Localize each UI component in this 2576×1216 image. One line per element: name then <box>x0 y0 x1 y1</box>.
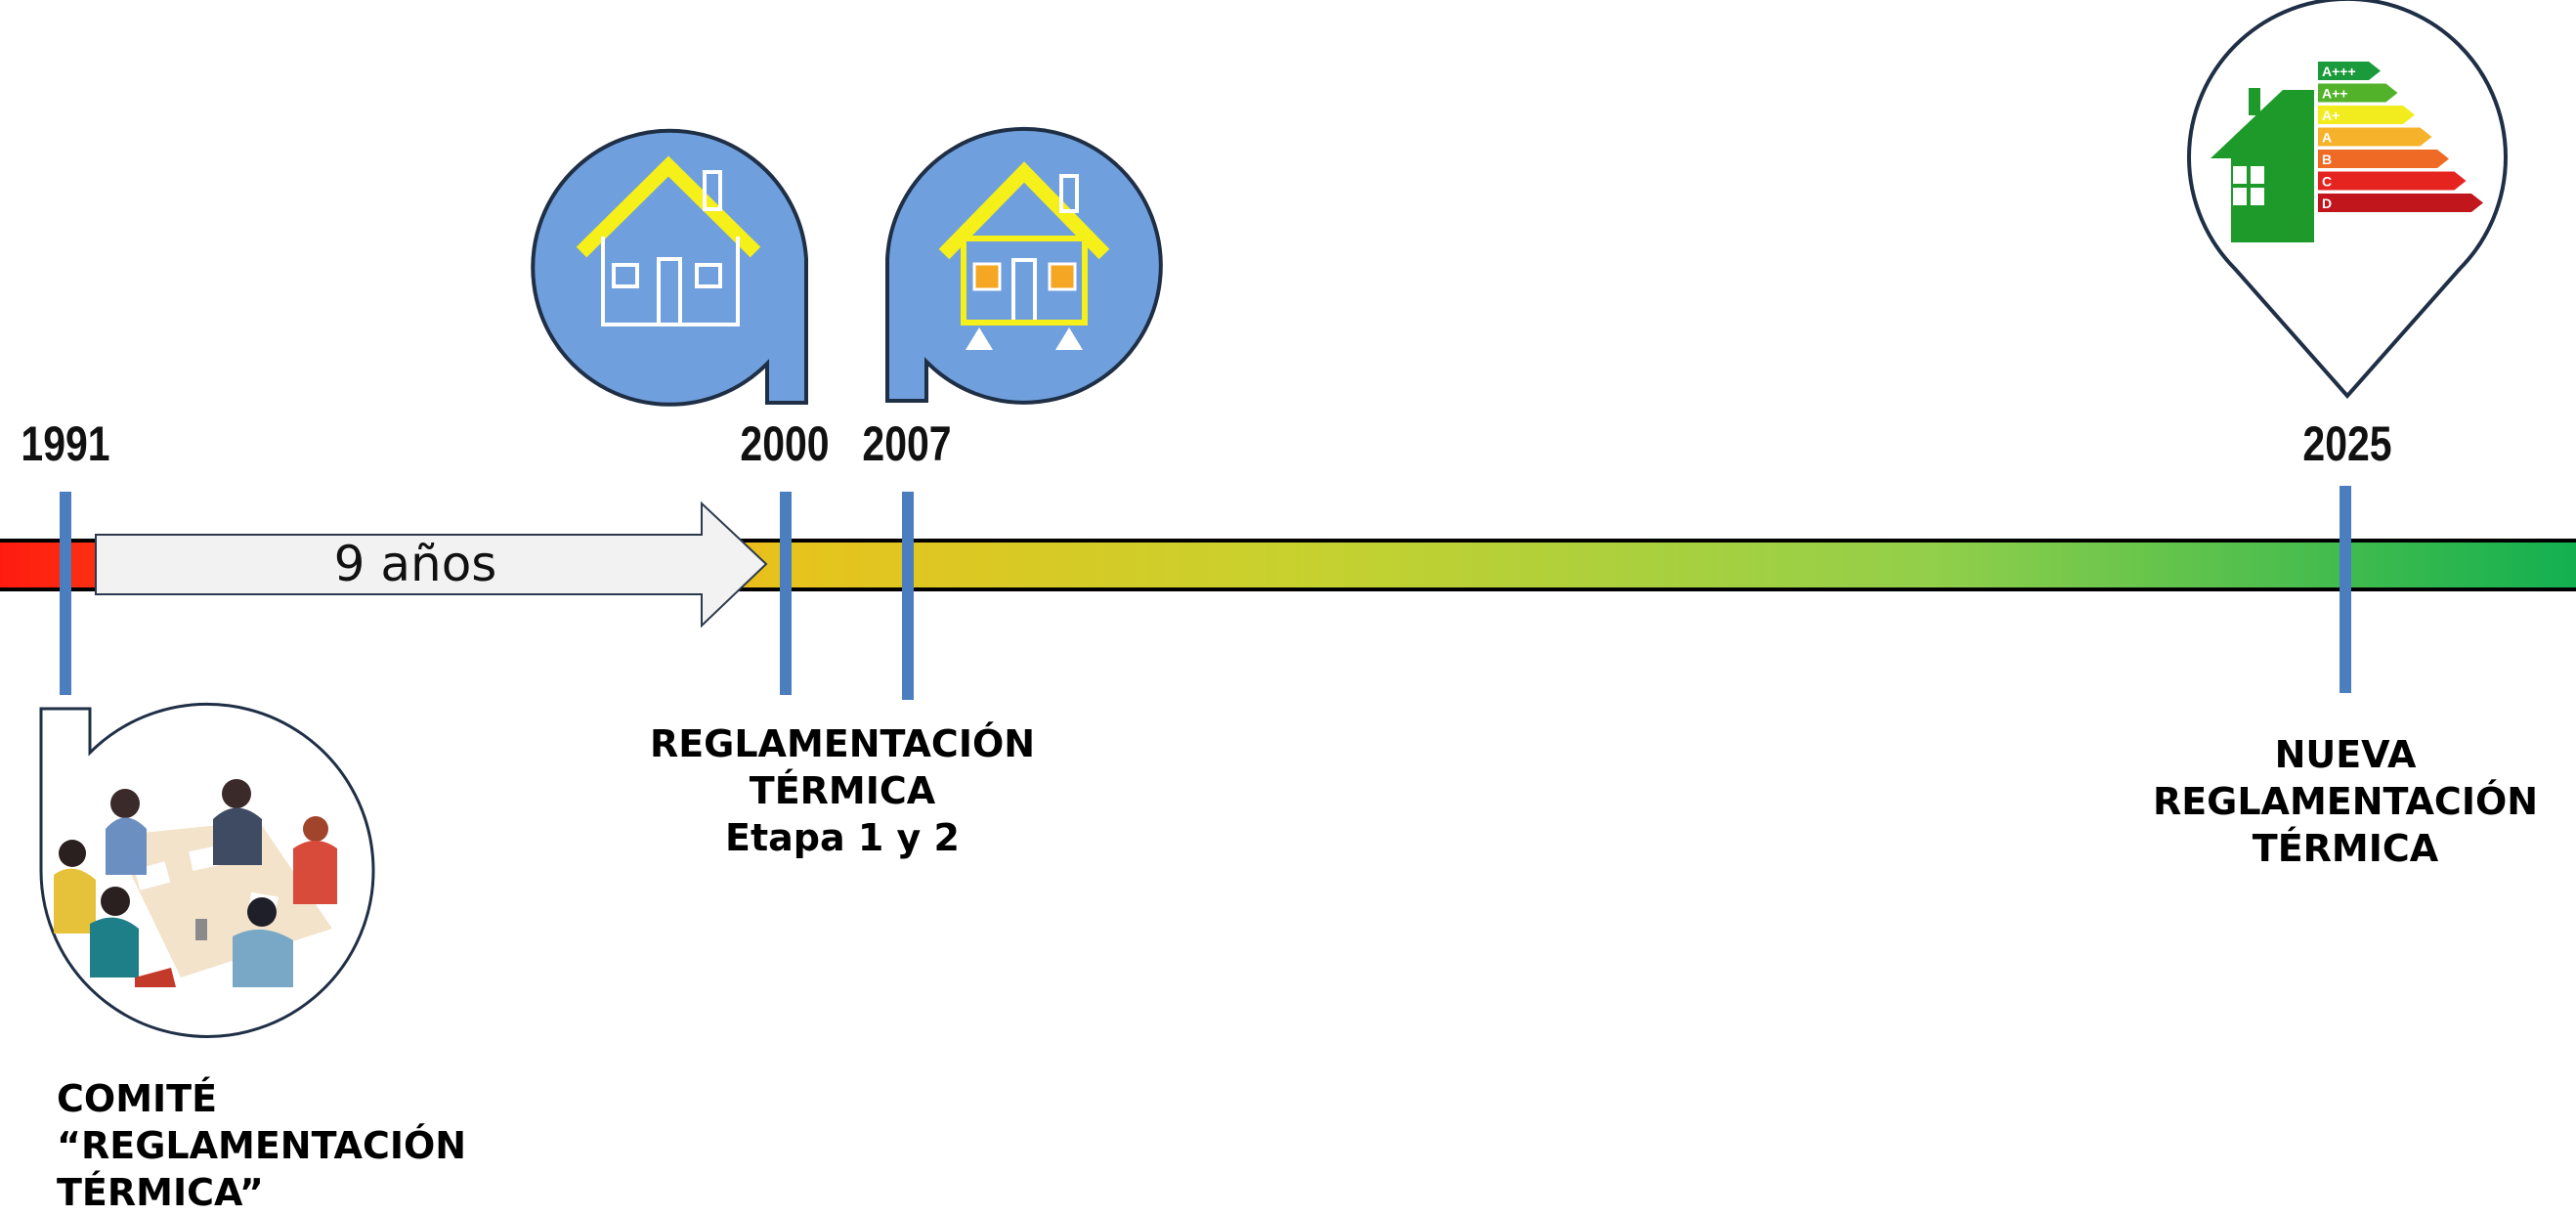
house-icon <box>576 155 761 326</box>
tick-2025 <box>2340 486 2351 693</box>
tick-2007 <box>902 492 914 700</box>
energy-grade-bar <box>2318 171 2467 191</box>
energy-grade-bar <box>2318 127 2432 147</box>
tick-1991 <box>60 492 71 695</box>
energy-grade-label: B <box>2322 152 2332 167</box>
energy-grade-bar <box>2318 62 2381 80</box>
year-2000: 2000 <box>740 416 830 471</box>
year-2025: 2025 <box>2302 416 2392 471</box>
duration-label: 9 años <box>333 536 497 592</box>
tick-2000 <box>780 492 792 695</box>
energy-grade-label: C <box>2322 174 2332 190</box>
energy-grade-label: A <box>2322 130 2332 146</box>
committee-label: COMITÉ “REGLAMENTACIÓN TÉRMICA” <box>57 1077 467 1214</box>
regulation-stage-label: REGLAMENTACIÓN TÉRMICA Etapa 1 y 2 <box>649 722 1036 859</box>
energy-grade-bar <box>2318 106 2415 124</box>
energy-grade-bar <box>2318 194 2483 212</box>
committee-meeting-bubble <box>39 702 375 1038</box>
year-2007: 2007 <box>862 416 952 471</box>
meeting-illustration <box>54 779 337 987</box>
new-regulation-label: NUEVA REGLAMENTACIÓN TÉRMICA <box>2152 733 2539 870</box>
energy-grade-label: A+ <box>2322 108 2340 123</box>
duration-arrow <box>95 500 768 629</box>
energy-grade-label: A++ <box>2322 86 2347 102</box>
energy-grade-label: D <box>2322 195 2332 211</box>
year-1991: 1991 <box>21 416 110 471</box>
energy-grade-bar <box>2318 150 2449 168</box>
energy-grade-bar <box>2318 83 2398 103</box>
house-bubble-2000 <box>531 128 808 407</box>
energy-grade-label: A+++ <box>2322 64 2356 79</box>
house-bubble-2007 <box>885 126 1163 405</box>
insulated-house-icon <box>938 161 1110 350</box>
